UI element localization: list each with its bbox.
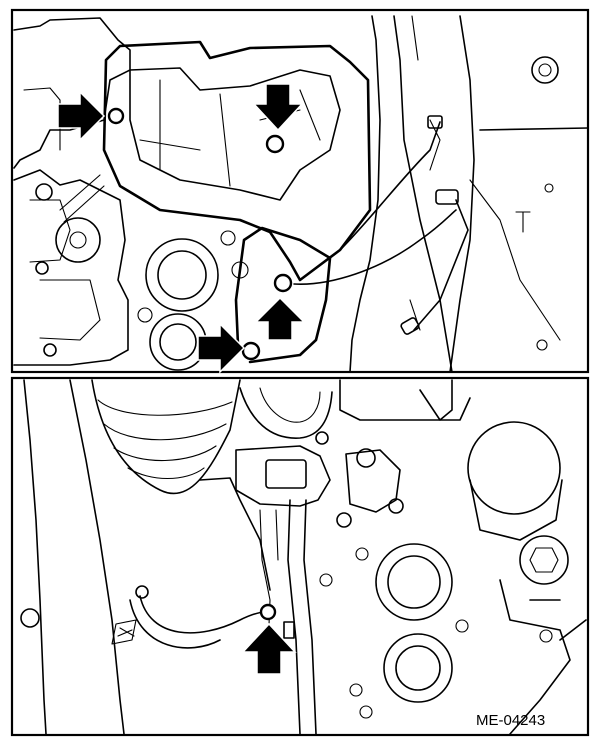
right-round-housing <box>467 421 561 515</box>
left-engine-body <box>13 169 129 366</box>
bottom-panel: ME-04243 <box>10 376 590 737</box>
bore-1 <box>145 238 219 312</box>
valve-body <box>235 445 331 507</box>
top-panel <box>10 8 590 374</box>
bolt-icon <box>265 134 285 154</box>
ground-harness <box>139 595 267 634</box>
right-bolt-head <box>519 535 569 585</box>
bottom-panel-frame <box>10 376 590 737</box>
upper-hose <box>239 387 333 439</box>
vertical-pipe <box>287 499 317 735</box>
arrow-up-icon <box>254 296 306 341</box>
arrow-right-icon <box>197 322 246 374</box>
bolt-icon <box>107 107 125 125</box>
top-harness <box>293 209 457 285</box>
bore-4 <box>383 633 453 703</box>
right-body-panel <box>349 15 381 373</box>
manifold-cover <box>102 40 372 282</box>
arrow-up-icon <box>241 622 297 675</box>
top-connector-icon <box>435 189 459 205</box>
arrow-right-icon <box>57 90 106 142</box>
right-stud <box>531 56 559 84</box>
left-housing <box>13 17 131 169</box>
left-pulley <box>55 217 101 263</box>
arrow-down-icon <box>252 83 304 132</box>
bolt-icon <box>259 603 277 621</box>
harness-bracket <box>234 226 332 364</box>
left-panel-edge <box>23 379 47 735</box>
bolt-icon <box>241 341 261 361</box>
bore-3 <box>375 543 453 621</box>
bolt-icon <box>273 273 293 293</box>
ground-terminal <box>135 585 149 599</box>
figure-code: ME-04243 <box>476 712 545 729</box>
intake-duct <box>91 379 241 495</box>
